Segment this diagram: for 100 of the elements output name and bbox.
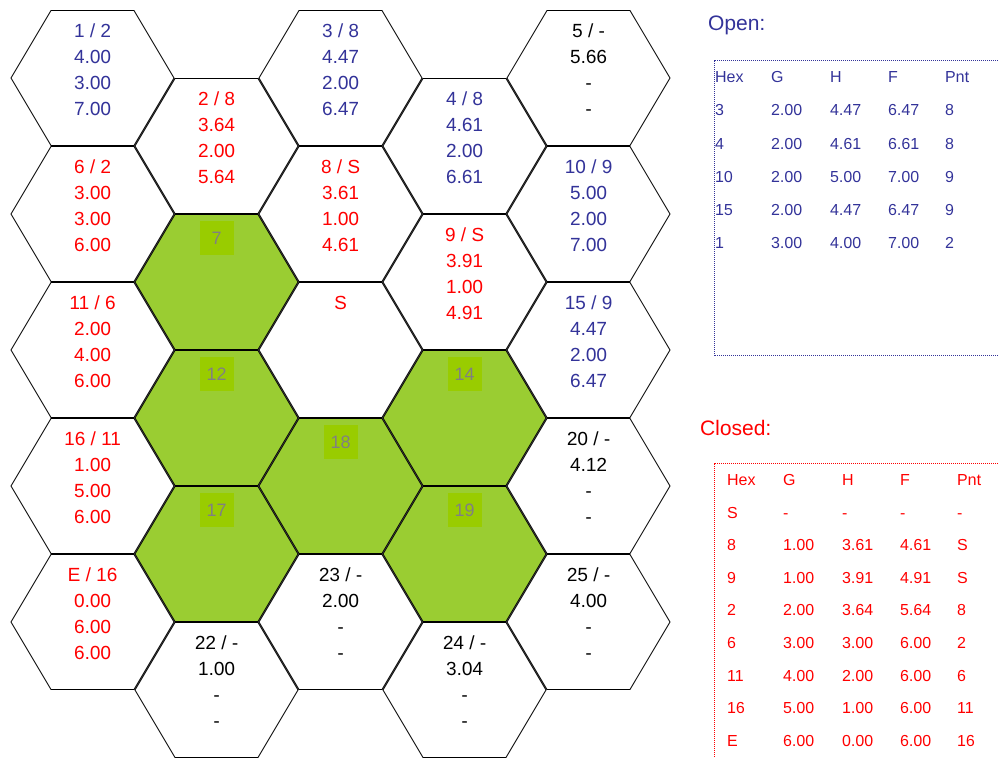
cell-value: 4.47 xyxy=(322,46,359,70)
cell-value: 9 / S xyxy=(444,224,484,248)
list-title: Open: xyxy=(708,12,766,36)
table-cell-text: 8 xyxy=(727,536,737,556)
cell-value: - xyxy=(585,616,592,640)
hex-cell xyxy=(506,282,671,418)
column-header: F xyxy=(900,471,911,491)
wall-hex-cell xyxy=(382,350,547,486)
table-cell-text: 5.00 xyxy=(783,699,816,720)
cell-value: 3 / 8 xyxy=(322,20,359,44)
table-cell-text: 2.00 xyxy=(771,168,804,188)
cell-value: - xyxy=(585,72,592,96)
cell-value: 4 / 8 xyxy=(446,88,483,112)
table-cell-text: 0.00 xyxy=(842,732,874,752)
cell-value: 6.00 xyxy=(74,616,111,640)
table-cell-text: - xyxy=(900,504,906,524)
cell-value: 2.00 xyxy=(322,590,359,614)
cell-value: 2.00 xyxy=(322,72,359,96)
cell-value: 6.00 xyxy=(74,370,111,394)
cell-value: 16 / 11 xyxy=(64,428,121,452)
cell-value: 3.64 xyxy=(198,114,235,138)
table-cell-text: 6.47 xyxy=(888,101,920,122)
cell-value: 4.00 xyxy=(74,344,111,368)
column-header: H xyxy=(830,68,843,88)
cell-value: 4.91 xyxy=(446,302,483,326)
table-cell-text: 3.00 xyxy=(783,634,816,654)
cell-value: 11 / 6 xyxy=(69,292,116,316)
table-cell-text: 4.61 xyxy=(900,536,932,556)
hex-cell xyxy=(258,554,423,690)
hex-cell xyxy=(258,146,423,282)
table-cell-text: 4.61 xyxy=(830,134,862,155)
hex-cell xyxy=(382,622,547,758)
table-cell-text: S xyxy=(727,504,739,524)
cell-value: - xyxy=(585,480,592,504)
cell-value: 1.00 xyxy=(446,276,483,300)
table-cell-text: 3.61 xyxy=(842,536,874,556)
table-cell-text: 2.00 xyxy=(771,134,804,155)
cell-value: 3.00 xyxy=(74,208,111,232)
cell-value: 3.91 xyxy=(446,250,483,274)
cell-value: 4.61 xyxy=(322,234,359,258)
table-cell-text: 4.47 xyxy=(830,101,862,122)
cell-value: - xyxy=(337,642,344,666)
table-cell-text: 9 xyxy=(727,568,737,589)
table-cell-text: E xyxy=(727,732,739,752)
cell-value: 5.66 xyxy=(570,46,607,70)
cell-value: 3.00 xyxy=(74,182,111,206)
hex-cell xyxy=(258,282,423,418)
table-cell-text: 2.00 xyxy=(842,666,874,687)
cell-value: 4.00 xyxy=(74,46,111,70)
column-header: Pnt xyxy=(945,68,970,88)
hex-cell xyxy=(382,214,547,350)
cell-value: 8 / S xyxy=(320,156,360,180)
table-cell-text: 5.00 xyxy=(830,168,862,188)
cell-value: 22 / - xyxy=(194,632,238,656)
cell-value: 15 / 9 xyxy=(564,292,612,316)
hex-cell xyxy=(134,78,299,214)
cell-value: 10 / 9 xyxy=(564,156,612,180)
wall-hex-cell xyxy=(258,418,423,554)
cell-value: 6.00 xyxy=(74,234,111,258)
cell-number: 17 xyxy=(200,493,234,527)
cell-value: 5.64 xyxy=(198,166,235,190)
hex-cell xyxy=(10,282,175,418)
table-cell-text: 5.64 xyxy=(900,601,932,622)
hex-cell xyxy=(10,554,175,690)
table-cell-text: 7.00 xyxy=(888,234,920,254)
table-cell-text: 4 xyxy=(715,134,725,155)
cell-value: 3.04 xyxy=(446,658,483,682)
cell-value: - xyxy=(585,98,592,122)
table-cell-text: S xyxy=(957,536,969,556)
table-cell-text: 8 xyxy=(957,601,967,622)
cell-value: 4.61 xyxy=(446,114,483,138)
cell-value: 1.00 xyxy=(322,208,359,232)
table-cell-text: 6 xyxy=(957,666,967,687)
table-cell-text: 4.00 xyxy=(830,234,862,254)
cell-number: 7 xyxy=(200,221,234,255)
cell-value: 3.00 xyxy=(74,72,111,96)
cell-value: - xyxy=(337,616,344,640)
table-cell-text: 4.00 xyxy=(783,666,816,687)
table-cell-text: 1.00 xyxy=(783,536,816,556)
hex-cell xyxy=(506,10,671,146)
table-cell-text: 11 xyxy=(957,699,975,720)
table-cell-text: 15 xyxy=(715,201,734,222)
table-cell-text: 6 xyxy=(727,634,737,654)
hex-cell xyxy=(506,418,671,554)
cell-value: 1.00 xyxy=(74,454,111,478)
cell-value: - xyxy=(213,710,220,734)
hex-cell xyxy=(10,146,175,282)
cell-value: 1 / 2 xyxy=(74,20,111,44)
cell-value: 23 / - xyxy=(318,564,362,588)
cell-number: 18 xyxy=(324,425,358,459)
table-cell-text: 16 xyxy=(727,699,746,720)
table-cell-text: 2.00 xyxy=(771,101,804,122)
hex-cell xyxy=(258,10,423,146)
cell-value: 2.00 xyxy=(446,140,483,164)
table-cell-text: - xyxy=(842,504,848,524)
cell-value: 4.00 xyxy=(570,590,607,614)
cell-value: 3.61 xyxy=(322,182,359,206)
cell-value: 4.47 xyxy=(570,318,607,342)
column-header: F xyxy=(888,68,899,88)
table-cell-text: 6.47 xyxy=(888,201,920,222)
